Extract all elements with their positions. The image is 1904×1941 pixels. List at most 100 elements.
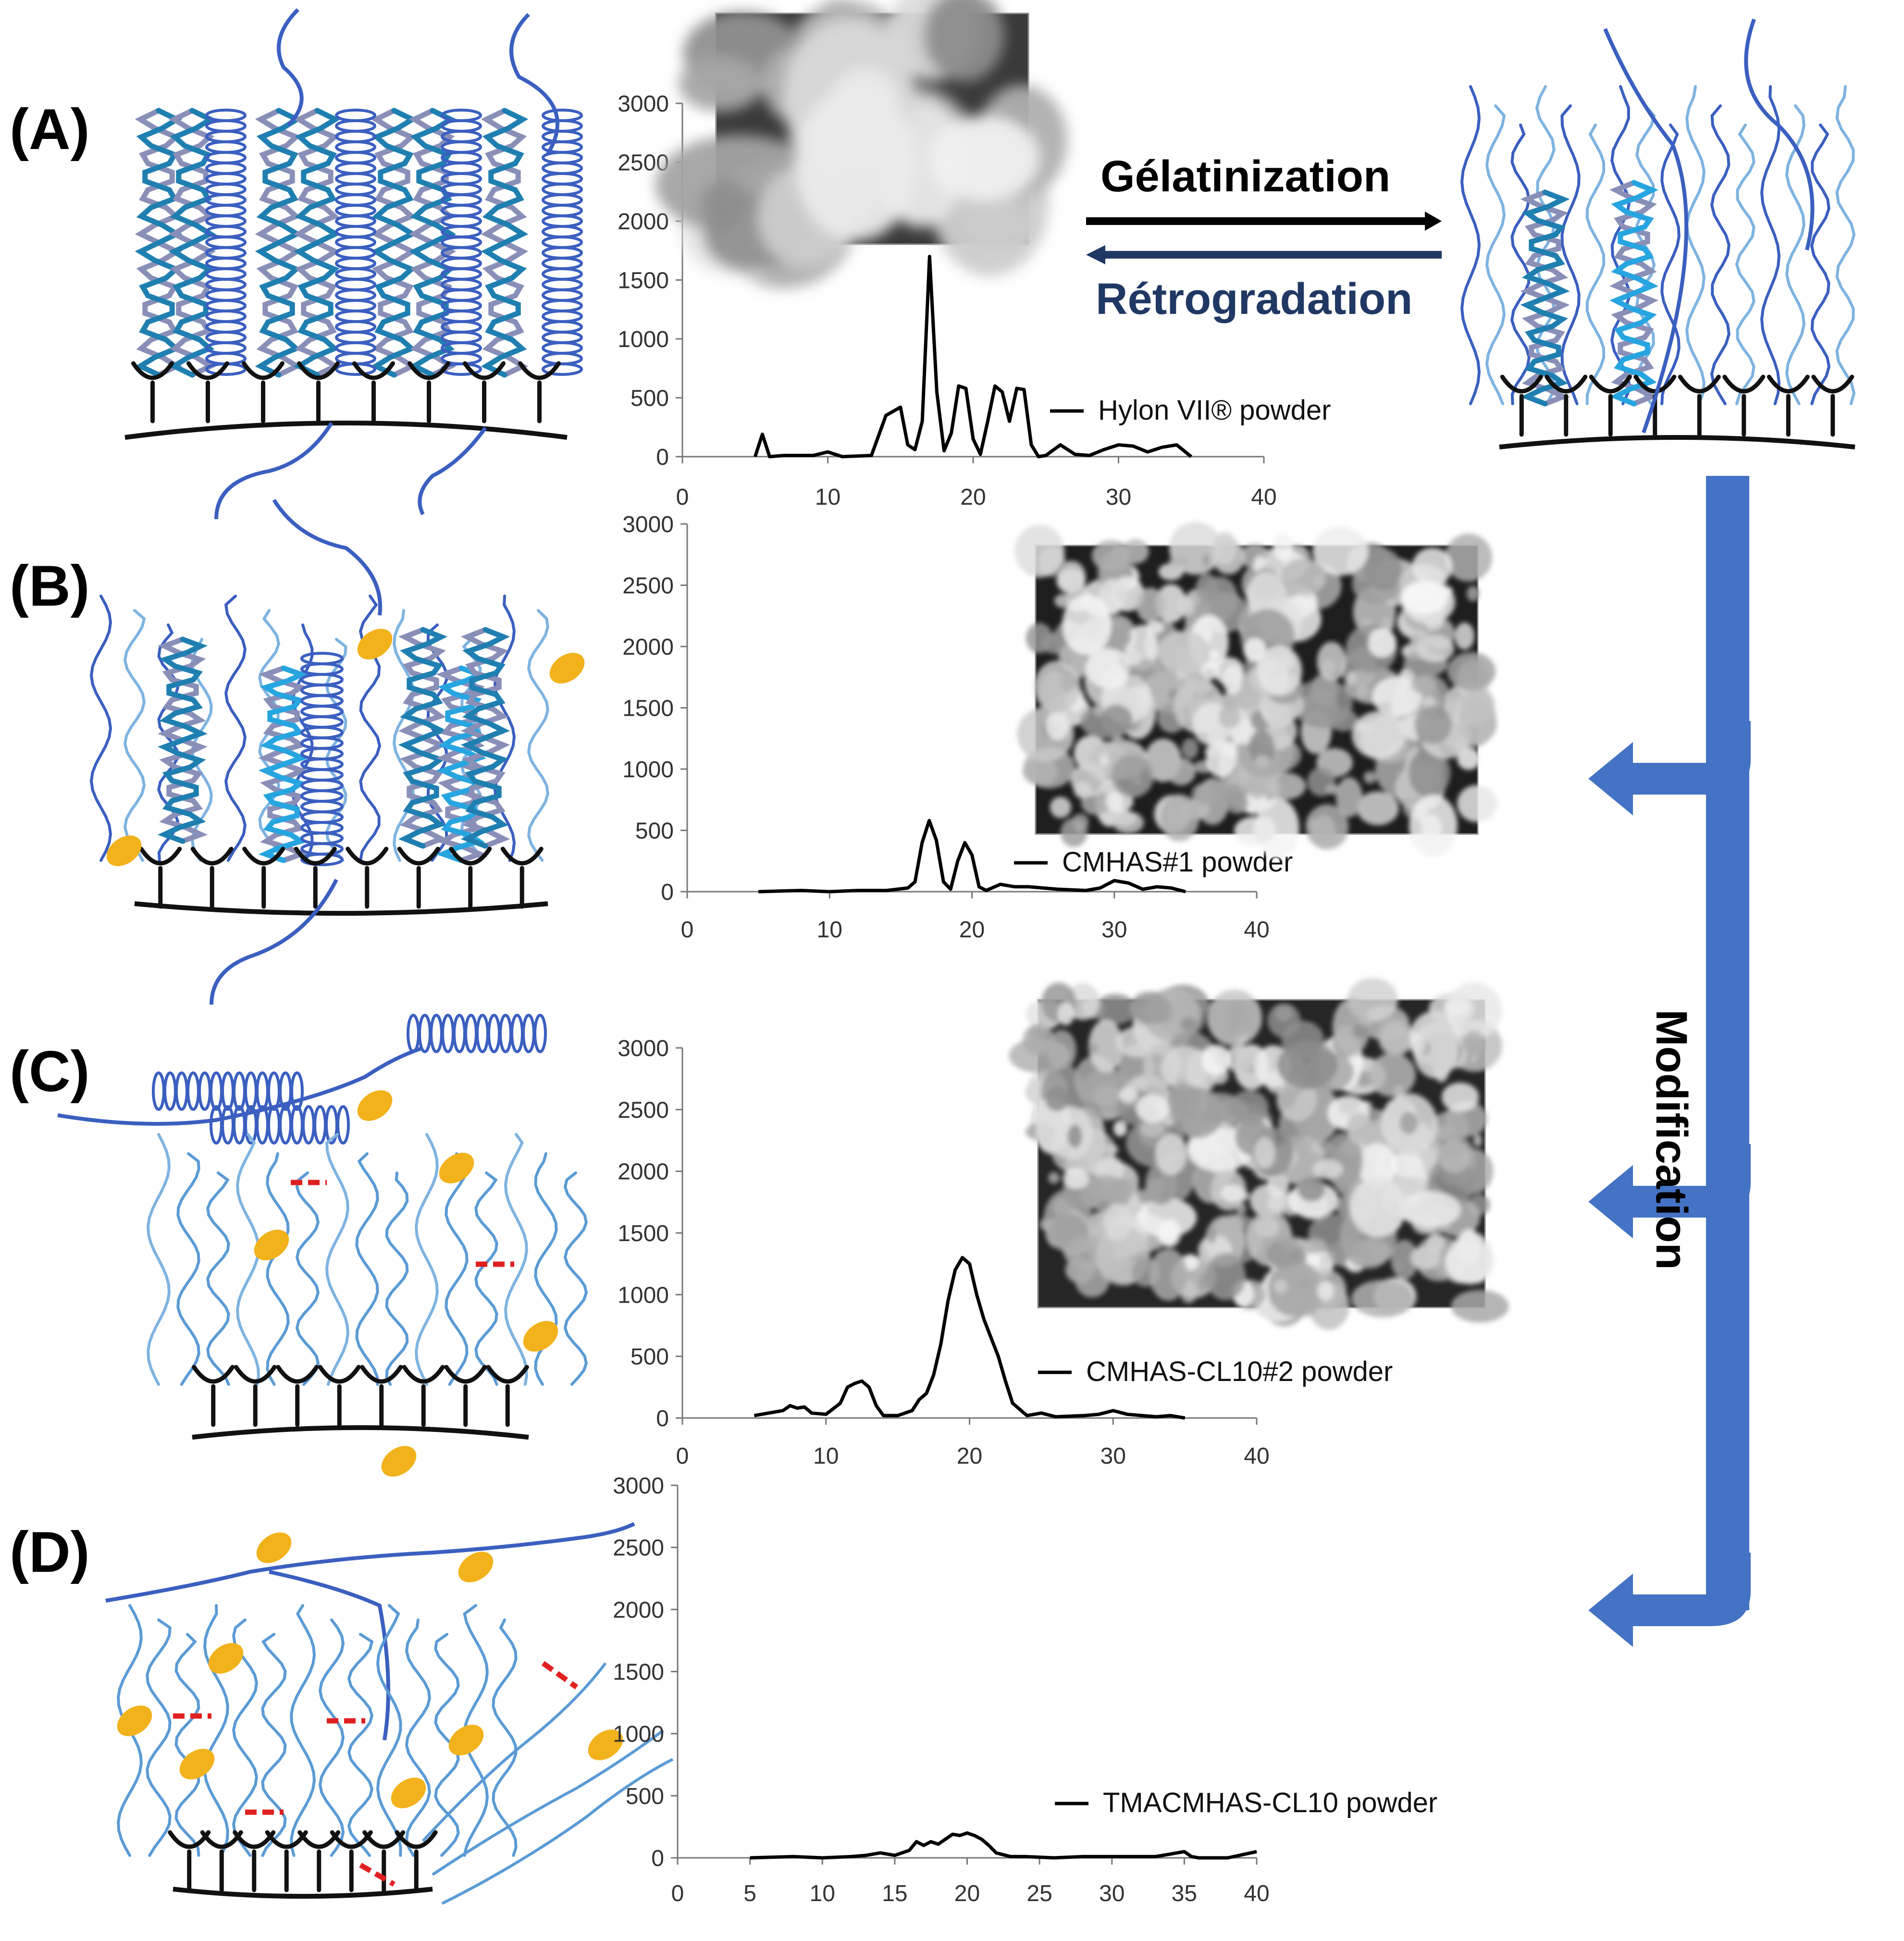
- x-tick-label: 10: [813, 1443, 839, 1469]
- amylose-chain: [224, 595, 247, 862]
- x-tick-label: 40: [1244, 1881, 1269, 1906]
- amylose-chain: [1710, 104, 1731, 405]
- amylose-chain: [436, 665, 487, 863]
- x-tick-label: 20: [960, 485, 986, 510]
- amylose-chain: [123, 609, 146, 862]
- amylose-chain: [398, 627, 448, 849]
- amylose-chain: [89, 595, 112, 862]
- y-tick-label: 2500: [613, 1535, 664, 1561]
- substituent-group: [357, 1090, 393, 1121]
- micrograph-particles: [1009, 978, 1509, 1330]
- crosslink: [359, 1863, 396, 1887]
- substituent-group: [439, 1153, 474, 1183]
- substituent-group: [106, 835, 142, 866]
- amylopectin-backbone: [124, 361, 568, 440]
- amylose-chain: [210, 879, 338, 1005]
- x-tick-label: 25: [1026, 1881, 1052, 1906]
- y-tick-label: 2500: [618, 1097, 669, 1123]
- single-helix: [542, 109, 583, 376]
- amylose-chain: [426, 623, 448, 862]
- panel-label-a: (A): [10, 97, 90, 162]
- substituent-group: [254, 1230, 289, 1260]
- x-tick-label: 30: [1100, 1443, 1126, 1469]
- double-helix: [398, 627, 448, 849]
- double-helix: [481, 108, 529, 378]
- amylose-chain: [266, 1152, 290, 1386]
- y-tick-label: 1000: [613, 1722, 664, 1747]
- series-line: [750, 1831, 1257, 1860]
- y-tick-label: 500: [631, 386, 669, 411]
- double-helix: [255, 108, 303, 378]
- y-tick-label: 3000: [622, 512, 674, 537]
- amylose-chain: [1535, 85, 1556, 405]
- amylose-chain: [1760, 85, 1781, 405]
- y-tick-label: 1500: [618, 268, 669, 294]
- double-helix: [1520, 189, 1570, 407]
- amylose-chain: [236, 1133, 260, 1386]
- amylose-chain: [1460, 85, 1481, 405]
- amylose-chain: [527, 609, 549, 862]
- y-tick-label: 2000: [622, 635, 674, 660]
- sem-image-cmhas-cl10: [1009, 978, 1509, 1330]
- y-tick-label: 1500: [622, 696, 674, 722]
- x-tick-label: 10: [817, 917, 842, 943]
- x-tick-label: 0: [681, 917, 694, 943]
- amylose-chain: [318, 1618, 345, 1857]
- amylose-chain: [1685, 85, 1706, 405]
- single-helix: [210, 1105, 350, 1145]
- amylose-chain: [293, 108, 341, 378]
- modification-branch-arrow: [1588, 1552, 1751, 1647]
- y-tick-label: 1000: [618, 327, 669, 352]
- amylose-chain: [405, 1618, 431, 1857]
- schematic-a-native-granule: [124, 8, 583, 520]
- amylose-chain: [1585, 124, 1606, 405]
- amylose-chain: [146, 1618, 172, 1857]
- x-tick-label: 0: [671, 1881, 684, 1906]
- single-helix: [335, 109, 376, 376]
- modification-arrow-trunk: [1706, 476, 1749, 1610]
- amylose-chain: [355, 1152, 379, 1386]
- amylose-chain: [1560, 104, 1581, 405]
- micrograph-particles: [655, 0, 1068, 288]
- y-tick-label: 2000: [618, 1159, 669, 1185]
- series-line: [753, 255, 1193, 459]
- modification-label: Modification: [1647, 1009, 1696, 1270]
- amylose-chain: [563, 1171, 588, 1386]
- double-helix: [135, 108, 183, 378]
- amylose-chain: [105, 1522, 635, 1603]
- amylose-chain: [168, 108, 216, 378]
- panel-label-d: (D): [10, 1520, 90, 1584]
- amylopectin-backbone: [134, 846, 548, 916]
- double-helix: [460, 627, 510, 849]
- gelatinization-label: Gélatinization: [1100, 152, 1391, 201]
- x-tick-label: 0: [676, 1443, 689, 1469]
- amylose-chain: [504, 1133, 528, 1386]
- amylose-chain: [393, 609, 415, 862]
- amylopectin-backbone: [168, 1830, 438, 1899]
- amylose-chain: [1744, 18, 1815, 250]
- substituent-group: [448, 1725, 484, 1755]
- amylose-chain: [135, 108, 183, 378]
- amylose-chain: [203, 1604, 229, 1857]
- substituent-group: [523, 1321, 558, 1352]
- double-helix: [293, 108, 341, 378]
- x-tick-label: 20: [957, 1443, 982, 1469]
- substituent-group: [549, 653, 585, 684]
- legend-label: CMHAS-CL10#2 powder: [1086, 1356, 1393, 1387]
- y-tick-label: 500: [631, 1344, 669, 1370]
- y-tick-label: 3000: [618, 1036, 669, 1061]
- retrogradation-label: Rétrogradation: [1096, 274, 1413, 324]
- amylose-chain: [481, 108, 529, 378]
- x-tick-label: 30: [1106, 485, 1131, 510]
- series-line: [758, 819, 1186, 894]
- y-tick-label: 1500: [613, 1660, 664, 1685]
- substituent-group: [391, 1778, 426, 1808]
- substituent-group: [256, 1532, 292, 1563]
- sem-image-hylon: [655, 0, 1068, 288]
- x-tick-label: 10: [810, 1881, 835, 1906]
- y-tick-label: 2000: [613, 1597, 664, 1623]
- schematic-b-cmhas: [89, 498, 585, 1005]
- amylose-chain: [492, 1618, 518, 1857]
